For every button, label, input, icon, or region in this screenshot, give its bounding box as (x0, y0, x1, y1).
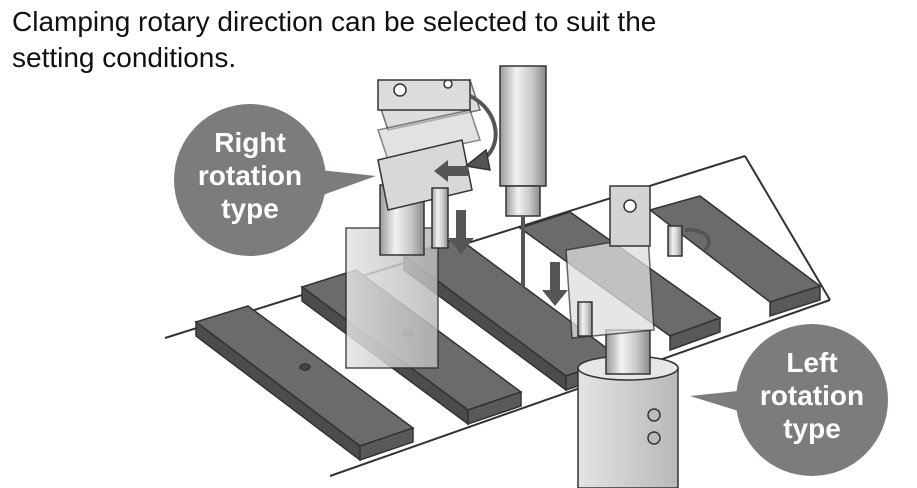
caption-line-1: Clamping rotary direction can be selecte… (12, 6, 657, 37)
down-arrows (434, 160, 568, 306)
left-label-line-3: type (783, 413, 841, 444)
right-label-line-1: Right (214, 127, 286, 158)
work-bar-1 (194, 305, 415, 462)
caption-line-2: setting conditions. (12, 42, 237, 73)
right-label-line-3: type (221, 193, 279, 224)
right-rotation-bubble (174, 104, 376, 256)
right-rotation-type-label: Right rotation type (180, 126, 320, 225)
left-label-line-1: Left (786, 347, 838, 378)
right-rotation-clamp (345, 79, 498, 369)
right-label-line-2: rotation (197, 160, 303, 191)
left-rotation-clamp (565, 185, 711, 488)
work-bar-3 (402, 237, 622, 392)
left-rotation-type-label: Left rotation type (742, 346, 882, 445)
left-label-line-2: rotation (759, 380, 865, 411)
screwdriver (499, 65, 547, 286)
caption: Clamping rotary direction can be selecte… (12, 4, 772, 76)
left-rotation-bubble (690, 324, 888, 476)
work-bar-5 (648, 195, 822, 318)
